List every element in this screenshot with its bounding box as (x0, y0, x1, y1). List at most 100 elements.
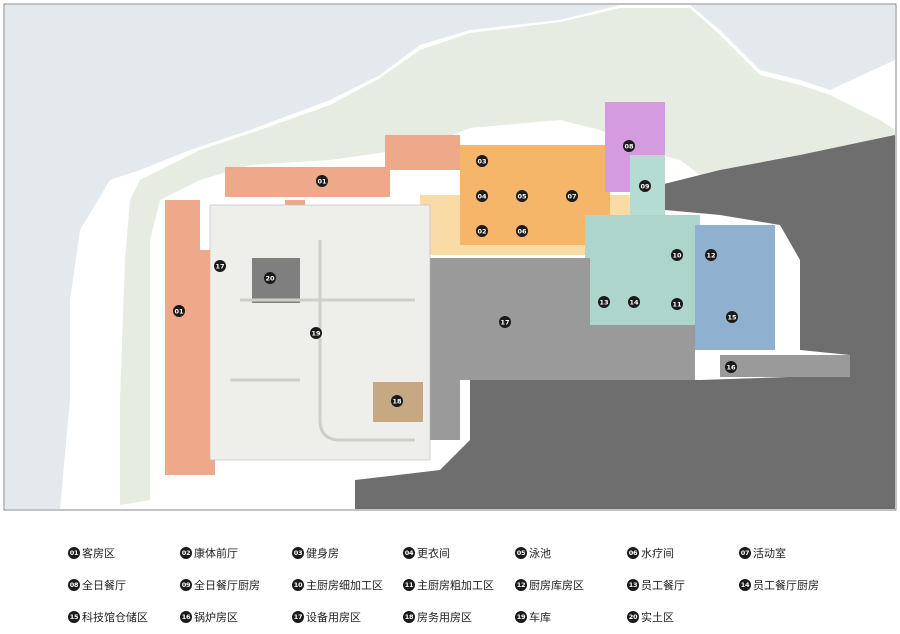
legend-label: 全日餐厅 (82, 579, 126, 592)
legend-code-badge: 01 (68, 547, 80, 559)
plan-marker-code: 01 (317, 178, 327, 186)
plan-marker-10: 10 (671, 249, 683, 261)
zone-soil (252, 258, 300, 303)
legend-code-badge: 16 (180, 611, 192, 623)
plan-marker-code: 15 (727, 314, 737, 322)
plan-marker-15: 15 (726, 311, 738, 323)
plan-marker-code: 12 (706, 252, 715, 260)
legend-label: 客房区 (82, 547, 115, 560)
zone-equipment-south (430, 325, 695, 380)
plan-marker-12: 12 (705, 249, 717, 261)
plan-marker-circle (516, 190, 528, 202)
plan-marker-09: 09 (639, 180, 651, 192)
plan-marker-02: 02 (476, 225, 488, 237)
plan-marker-04: 04 (476, 190, 488, 202)
plan-marker-circle (671, 249, 683, 261)
plan-marker-06: 06 (516, 225, 528, 237)
legend-label: 水疗间 (641, 547, 674, 560)
plan-marker-17: 17 (499, 316, 511, 328)
zone-guest-rooms-west (165, 200, 200, 475)
landscape-area (120, 8, 895, 505)
plan-marker-circle (499, 316, 511, 328)
plan-marker-19: 19 (310, 327, 322, 339)
legend-code-badge: 07 (739, 547, 751, 559)
legend-code-badge: 03 (292, 547, 304, 559)
plan-marker-circle (310, 327, 322, 339)
plan-marker-07: 07 (566, 190, 578, 202)
plan-marker-code: 01 (174, 308, 184, 316)
legend-label: 主厨房细加工区 (306, 579, 383, 592)
plan-marker-17: 17 (214, 260, 226, 272)
zone-storage (695, 225, 775, 350)
plan-marker-03: 03 (476, 155, 488, 167)
plan-marker-code: 04 (477, 193, 487, 201)
plan-marker-circle (476, 225, 488, 237)
plan-marker-code: 11 (672, 301, 682, 309)
plan-marker-01: 01 (173, 305, 185, 317)
floor-plan: 01 01 03 04 05 07 02 06 08 09 10 12 11 13 14 15 16 17 17 18… (3, 3, 897, 511)
plan-marker-code: 09 (640, 183, 650, 191)
plan-marker-code: 02 (477, 228, 486, 236)
legend-code-badge: 04 (403, 547, 415, 559)
plan-marker-13: 13 (598, 296, 610, 308)
plan-marker-circle (623, 140, 635, 152)
plan-marker-20: 20 (264, 272, 276, 284)
plan-marker-circle (705, 249, 717, 261)
legend-code-badge: 14 (739, 579, 751, 591)
legend-code-badge: 08 (68, 579, 80, 591)
legend-code-badge: 19 (515, 611, 527, 623)
plan-marker-code: 19 (311, 330, 321, 338)
legend-label: 科技馆仓储区 (82, 611, 148, 624)
plan-marker-05: 05 (516, 190, 528, 202)
plan-marker-code: 18 (392, 398, 402, 406)
plan-marker-circle (639, 180, 651, 192)
legend-label: 房务用房区 (417, 611, 472, 624)
legend-code-badge: 10 (292, 579, 304, 591)
plan-marker-circle (476, 190, 488, 202)
plan-marker-code: 13 (599, 299, 608, 307)
plan-marker-18: 18 (391, 395, 403, 407)
legend-code-badge: 12 (515, 579, 527, 591)
legend-code-badge: 11 (403, 579, 415, 591)
plan-marker-16: 16 (725, 361, 737, 373)
rock-area (355, 135, 895, 509)
plan-marker-code: 17 (500, 319, 509, 327)
legend-label: 员工餐厅 (641, 579, 685, 592)
water-area (5, 5, 620, 509)
plan-marker-14: 14 (628, 296, 640, 308)
plan-marker-circle (476, 155, 488, 167)
legend-label: 全日餐厅厨房 (194, 579, 260, 592)
legend-label: 厨房库房区 (529, 579, 584, 592)
legend-label: 实土区 (641, 611, 674, 624)
plan-marker-code: 06 (517, 228, 527, 236)
zone-guest-rooms-north (225, 167, 390, 197)
plan-marker-code: 08 (624, 143, 634, 151)
plan-marker-circle (516, 225, 528, 237)
plan-marker-code: 03 (477, 158, 486, 166)
plan-marker-code: 10 (672, 252, 682, 260)
plan-marker-circle (173, 305, 185, 317)
legend-code-badge: 09 (180, 579, 192, 591)
legend-label: 更衣间 (417, 547, 450, 560)
parking-circulation (230, 240, 415, 442)
legend-label: 泳池 (529, 547, 551, 560)
plan-marker-08: 08 (623, 140, 635, 152)
legend-label: 锅炉房区 (194, 611, 238, 624)
plan-marker-code: 16 (726, 364, 736, 372)
plan-marker-circle (598, 296, 610, 308)
